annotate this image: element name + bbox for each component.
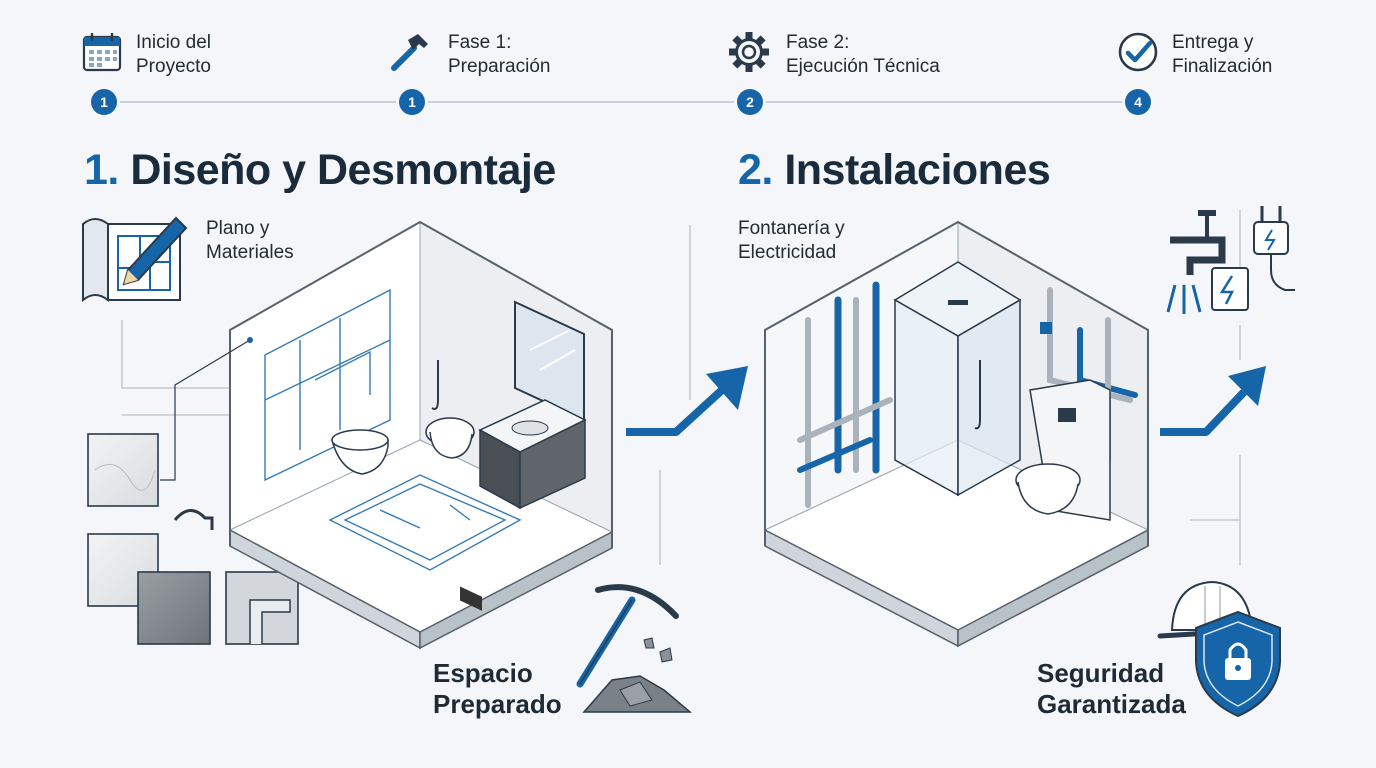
pickaxe-icon — [576, 584, 679, 688]
section-2-number: 2. — [738, 146, 773, 194]
marble-swatch — [87, 433, 159, 507]
section-2-title-text: Instalaciones — [784, 146, 1051, 194]
check-circle-icon — [1118, 32, 1158, 72]
calendar-icon — [82, 33, 122, 72]
plug-icon — [1211, 206, 1295, 311]
safety-guaranteed-label: Seguridad Garantizada — [1037, 658, 1186, 719]
progress-arrow-2 — [1160, 366, 1266, 436]
section-1-number: 1. — [84, 146, 119, 194]
section-1-connector-lines — [121, 225, 1241, 565]
timeline-step-3-label: Fase 2: Ejecución Técnica — [786, 32, 940, 77]
timeline-step-4-badge[interactable]: 4 — [1125, 89, 1151, 115]
plan-materials-label: Plano y Materiales — [206, 218, 294, 263]
section-1-title: 1. Diseño y Desmontaje — [84, 146, 556, 195]
pencil-icon — [122, 216, 188, 286]
faucet-icon — [1166, 210, 1226, 314]
timeline-step-4-label: Entrega y Finalización — [1172, 32, 1273, 77]
timeline-line — [104, 101, 1140, 103]
blueprint-icon — [82, 218, 181, 303]
timeline-step-1-badge[interactable]: 1 — [91, 89, 117, 115]
timeline-step-2-badge[interactable]: 1 — [399, 89, 425, 115]
stone-swatch — [137, 571, 211, 645]
shield-lock-icon — [1195, 610, 1281, 718]
timeline-step-2-label: Fase 1: Preparación — [448, 32, 551, 77]
timeline-step-1-label: Inicio del Proyecto — [136, 32, 211, 77]
hammer-icon — [391, 34, 428, 71]
rubble-icon — [582, 637, 693, 713]
section-1-title-text: Diseño y Desmontaje — [130, 146, 556, 194]
room-1-isometric — [228, 220, 614, 650]
gear-icon — [729, 32, 769, 72]
progress-arrow-1 — [626, 366, 748, 436]
timeline-step-3-badge[interactable]: 2 — [737, 89, 763, 115]
room-2-isometric — [763, 220, 1150, 648]
section-2-title: 2. Instalaciones — [738, 146, 1051, 195]
space-prepared-label: Espacio Preparado — [433, 658, 562, 719]
plumbing-electricity-label: Fontanería y Electricidad — [738, 218, 845, 263]
